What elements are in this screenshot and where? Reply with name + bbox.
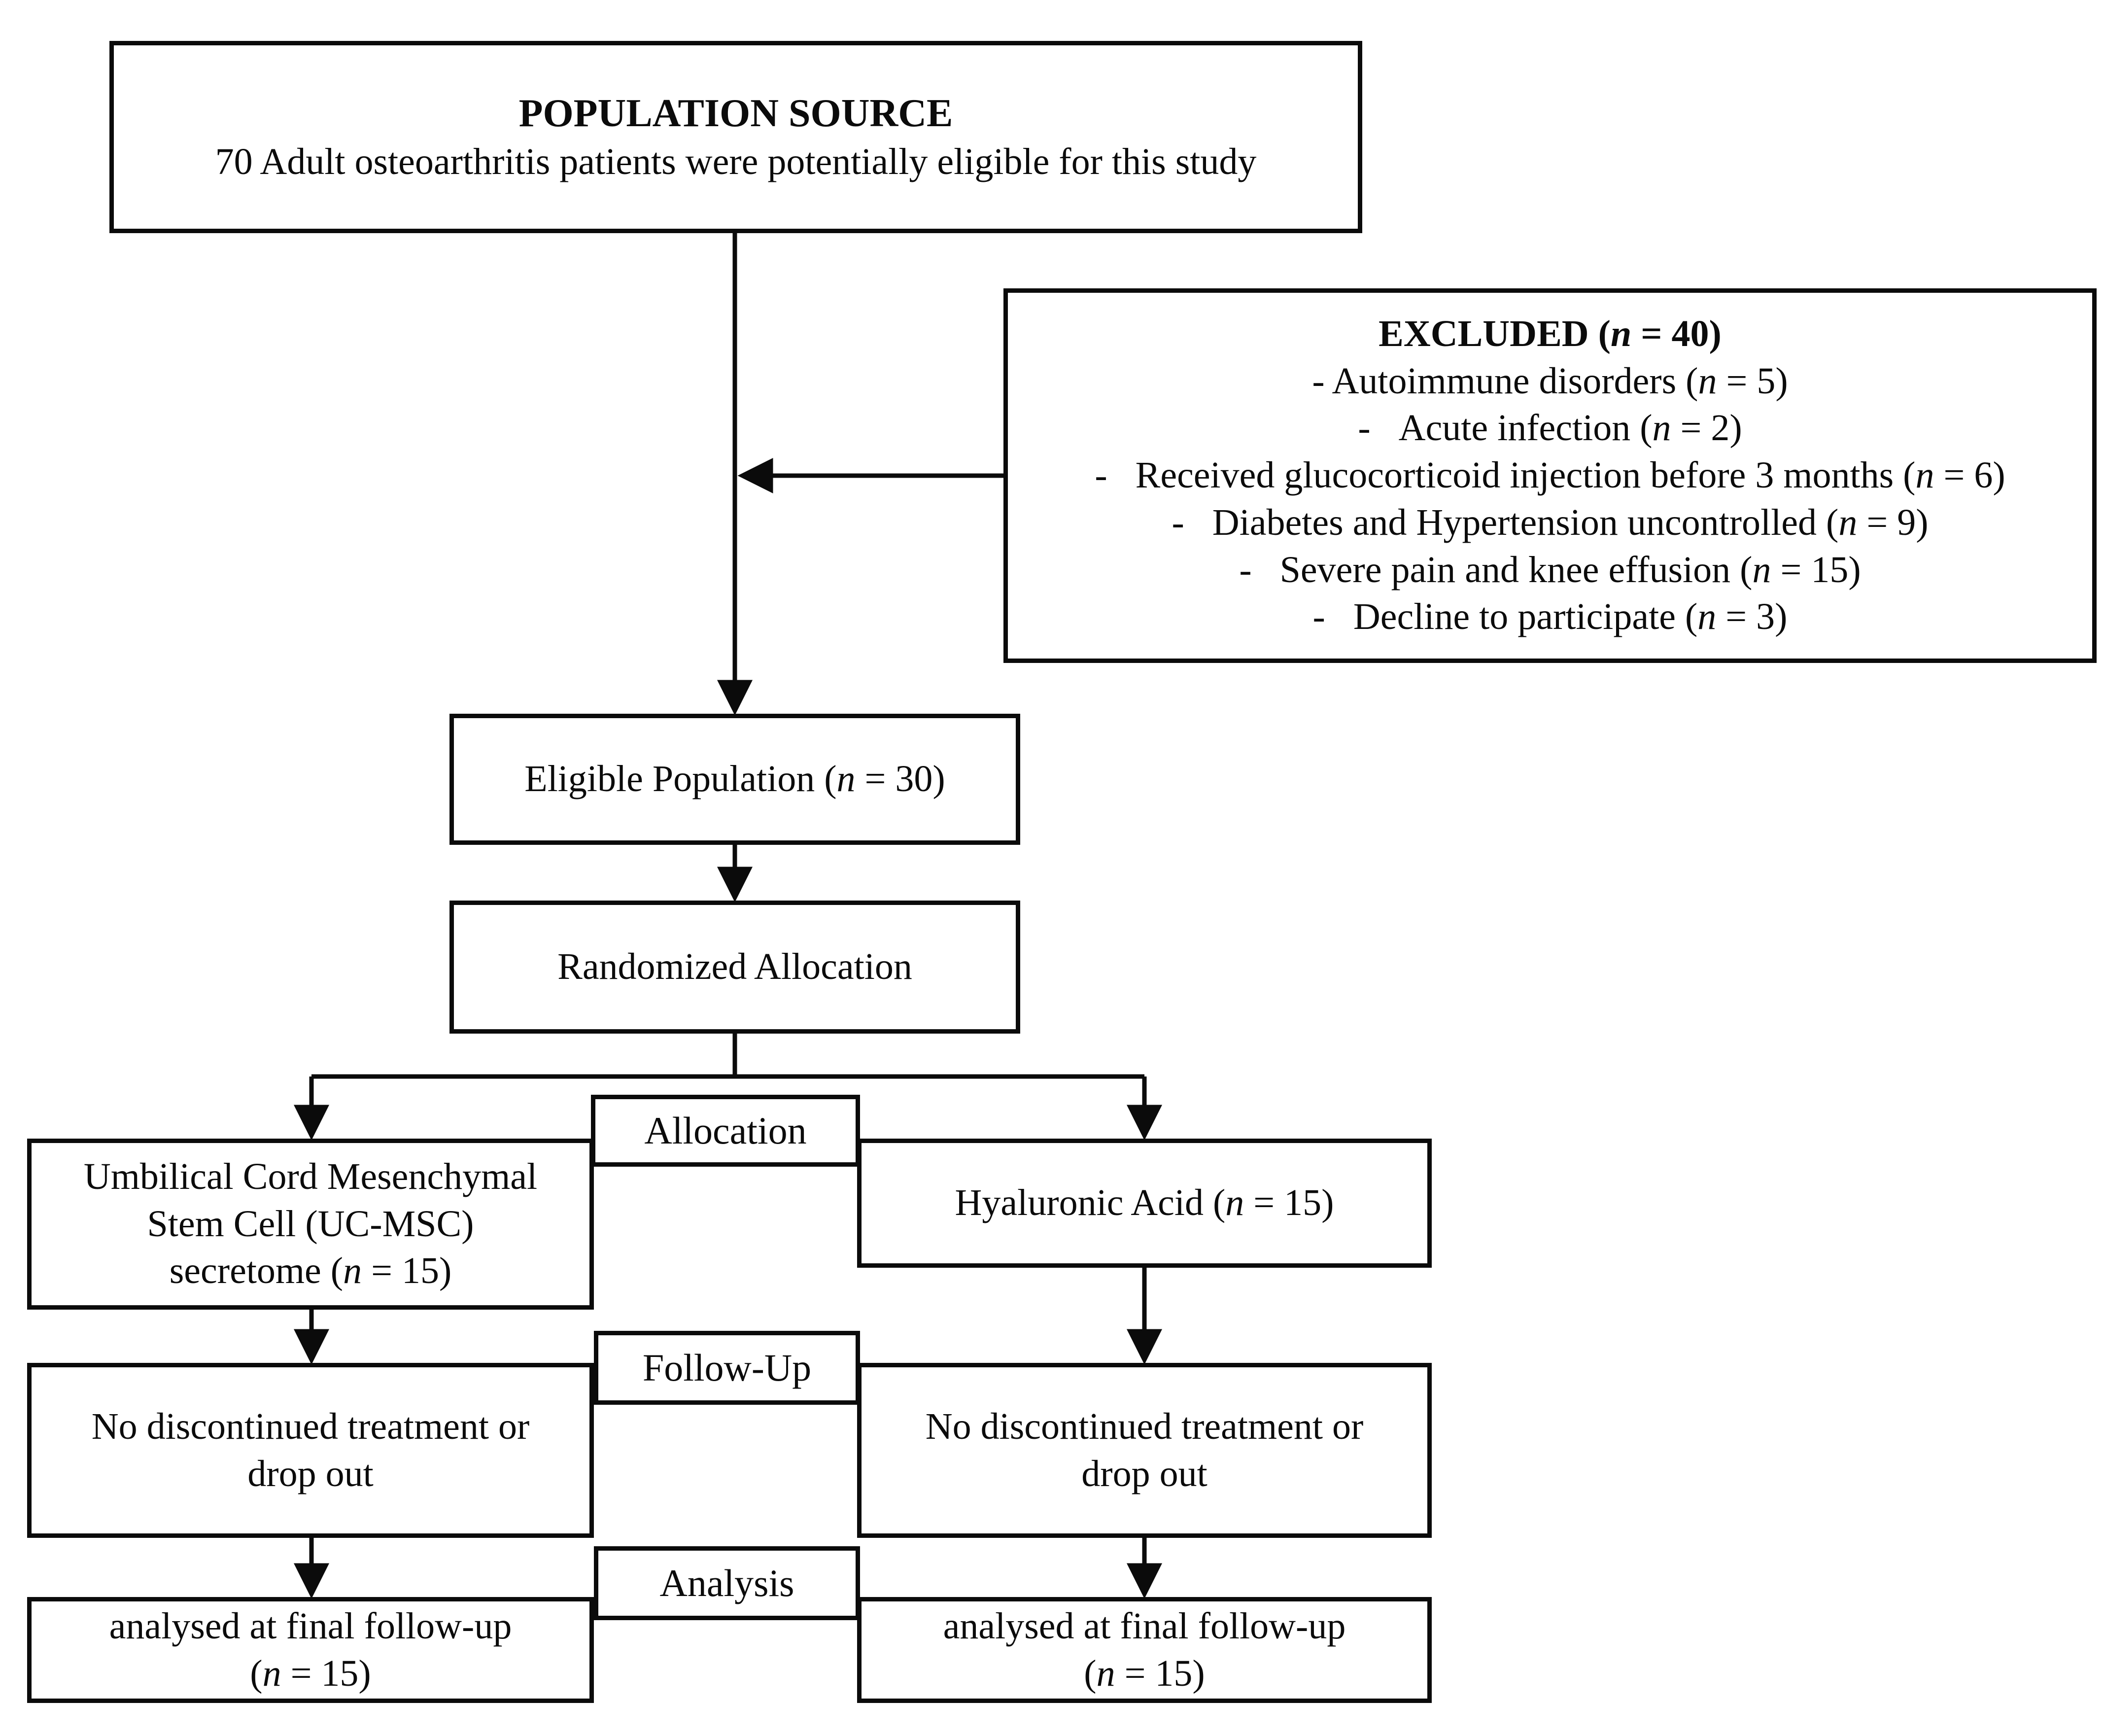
excluded-item: - Autoimmune disorders (n = 5): [1312, 360, 1788, 402]
hyaluronic-arm-text: Hyaluronic Acid (n = 15): [955, 1182, 1334, 1224]
excluded-item: - Acute infection (n = 2): [1358, 407, 1742, 449]
ucmsc-arm-box: Umbilical Cord Mesenchymal Stem Cell (UC…: [27, 1139, 594, 1310]
stage-label-analysis: Analysis: [594, 1546, 860, 1620]
population-source-subtitle: 70 Adult osteoarthritis patients were po…: [215, 140, 1257, 182]
stage-label-follow-up: Follow-Up: [594, 1331, 860, 1405]
excluded-item: - Decline to participate (n = 3): [1312, 596, 1788, 638]
analysis-left-line: (n = 15): [250, 1652, 371, 1694]
analysis-left-box: analysed at final follow-up (n = 15): [27, 1597, 594, 1703]
followup-left-line: No discontinued treatment or: [91, 1405, 530, 1447]
analysis-left-line: analysed at final follow-up: [109, 1605, 512, 1647]
randomized-allocation-box: Randomized Allocation: [449, 901, 1020, 1034]
stage-label-follow-up-text: Follow-Up: [642, 1346, 812, 1389]
followup-left-line: drop out: [247, 1453, 374, 1494]
followup-right-line: No discontinued treatment or: [925, 1405, 1364, 1447]
randomized-allocation-text: Randomized Allocation: [557, 946, 912, 988]
stage-label-allocation-text: Allocation: [644, 1109, 807, 1152]
stage-label-allocation: Allocation: [591, 1095, 860, 1167]
population-source-title: POPULATION SOURCE: [518, 91, 953, 135]
ucmsc-arm-line: Umbilical Cord Mesenchymal: [83, 1155, 538, 1197]
excluded-box: EXCLUDED (n = 40) - Autoimmune disorders…: [1003, 288, 2097, 663]
hyaluronic-arm-box: Hyaluronic Acid (n = 15): [857, 1139, 1432, 1268]
excluded-title: EXCLUDED (n = 40): [1379, 312, 1722, 354]
analysis-right-line: analysed at final follow-up: [943, 1605, 1346, 1647]
stage-label-analysis-text: Analysis: [659, 1561, 794, 1604]
analysis-right-box: analysed at final follow-up (n = 15): [857, 1597, 1432, 1703]
followup-right-box: No discontinued treatment or drop out: [857, 1363, 1432, 1538]
analysis-right-line: (n = 15): [1084, 1652, 1205, 1694]
followup-left-box: No discontinued treatment or drop out: [27, 1363, 594, 1538]
excluded-item: - Diabetes and Hypertension uncontrolled…: [1172, 501, 1929, 543]
excluded-item: - Received glucocorticoid injection befo…: [1095, 454, 2005, 496]
eligible-population-box: Eligible Population (n = 30): [449, 714, 1020, 845]
ucmsc-arm-line: secretome (n = 15): [169, 1250, 452, 1292]
eligible-population-text: Eligible Population (n = 30): [524, 758, 945, 800]
population-source-box: POPULATION SOURCE 70 Adult osteoarthriti…: [109, 41, 1362, 233]
excluded-item: - Severe pain and knee effusion (n = 15): [1239, 549, 1861, 590]
ucmsc-arm-line: Stem Cell (UC-MSC): [147, 1203, 474, 1245]
followup-right-line: drop out: [1081, 1453, 1207, 1494]
